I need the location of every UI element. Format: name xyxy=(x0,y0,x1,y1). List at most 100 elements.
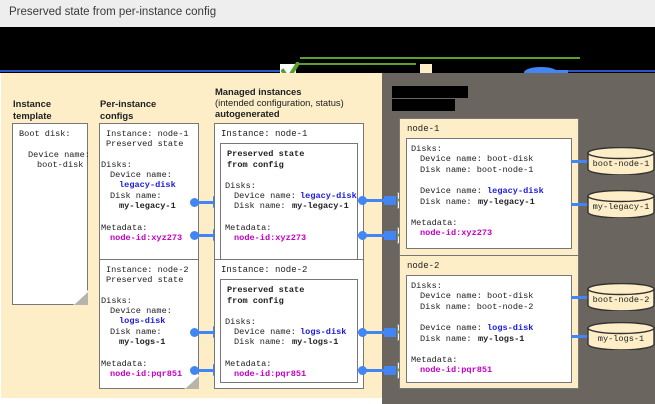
column-heading-managed-instances-autogenerated: autogenerated xyxy=(215,108,280,119)
column-heading-managed-instances: Managed instances xyxy=(215,86,302,97)
connector-line-ri1-extra-disk xyxy=(571,203,591,206)
running-instance-inner-node-1 xyxy=(406,138,572,249)
disk-label-boot-node-2: boot-node-2 xyxy=(592,295,650,305)
page-title: Preserved state from per-instance config xyxy=(9,6,217,18)
mi2-disk-name-label: Disk name: xyxy=(234,337,286,347)
instance-template-device-name-label: Device name: xyxy=(28,150,90,160)
ri2-boot-disk-name: Disk name: boot-node-2 xyxy=(420,302,534,312)
connector-square-mi1-metadata xyxy=(384,231,396,240)
connector-line-mi2-disk xyxy=(366,331,384,334)
connector-line-ri2-boot-disk xyxy=(571,296,591,299)
column-subheading-running-instances xyxy=(392,99,455,111)
connector-line-mi2-metadata xyxy=(366,369,384,372)
ri2-extra-disk-name-label: Disk name: xyxy=(420,334,472,344)
connector-square-mi1-disk xyxy=(384,196,396,205)
mi1-device-name-label: Device name: xyxy=(234,191,296,201)
ri1-extra-device-name-label: Device name: xyxy=(420,186,482,196)
ri1-metadata-label: Metadata: xyxy=(411,218,458,228)
mi2-device-name-label: Device name: xyxy=(234,327,296,337)
page-fold-icon xyxy=(184,374,199,389)
connector-square-mi2-metadata xyxy=(384,366,396,375)
pic1-metadata-value: node-id:xyz273 xyxy=(110,233,183,243)
per-instance-config-card-node-2 xyxy=(99,259,199,389)
mi1-metadata-value: node-id:xyz273 xyxy=(234,233,307,243)
mi2-metadata-label: Metadata: xyxy=(225,359,272,369)
column-heading-per-instance-configs: Per-instance configs xyxy=(100,98,157,121)
pic1-device-name-label: Device name: xyxy=(110,170,172,180)
ri2-extra-device-name-value: logs-disk xyxy=(487,323,534,333)
mi2-instance: Instance: node-2 xyxy=(221,265,308,275)
ri1-boot-disk-name: Disk name: boot-node-1 xyxy=(420,165,534,175)
connector-line-pic2-metadata xyxy=(197,369,215,372)
disk-label-boot-node-1: boot-node-1 xyxy=(592,159,650,169)
mi2-preserved-line2: from config xyxy=(227,296,284,306)
connector-square-mi2-disk xyxy=(384,328,396,337)
mi2-preserved-line1: Preserved state xyxy=(227,285,305,295)
pic1-instance: Instance: node-1 xyxy=(106,129,189,139)
disk-cylinder-my-legacy-1: my-legacy-1 xyxy=(587,189,655,219)
legend-rule-green-mid xyxy=(296,63,416,65)
mi2-metadata-value: node-id:pqr851 xyxy=(234,369,307,379)
ri1-extra-disk-name-value: my-legacy-1 xyxy=(478,197,535,207)
pic1-disk-name-label: Disk name: xyxy=(110,191,162,201)
connector-dot-pic2-metadata xyxy=(190,366,199,375)
legend-banner xyxy=(0,27,655,73)
pic2-metadata-label: Metadata: xyxy=(101,359,148,369)
ri1-metadata-value: node-id:xyz273 xyxy=(420,228,493,238)
legend-green-check-icon xyxy=(280,62,299,73)
ri1-extra-disk-name-label: Disk name: xyxy=(420,197,472,207)
disk-cylinder-boot-node-1: boot-node-1 xyxy=(587,146,655,176)
diagram-canvas: Instance template Per-instance configs M… xyxy=(0,73,655,404)
legend-rule-blue-left xyxy=(0,70,282,72)
column-heading-running-instances xyxy=(392,86,468,98)
pic2-preserved-state: Preserved state xyxy=(106,275,184,285)
disk-cylinder-my-logs-1: my-logs-1 xyxy=(587,321,655,351)
mi1-disk-name-value: my-legacy-1 xyxy=(292,201,349,211)
connector-dot-mi2-metadata xyxy=(358,366,367,375)
ri2-disks-label: Disks: xyxy=(411,281,442,291)
pic2-device-name-value: logs-disk xyxy=(119,316,166,326)
column-subheading-managed-instances: (intended configuration, status) xyxy=(215,97,344,108)
pic2-instance: Instance: node-2 xyxy=(106,265,189,275)
ri1-boot-device-name: Device name: boot-disk xyxy=(420,154,534,164)
connector-line-ri2-extra-disk xyxy=(571,335,591,338)
mi1-disks-label: Disks: xyxy=(225,181,256,191)
pic2-device-name-label: Device name: xyxy=(110,306,172,316)
mi1-instance: Instance: node-1 xyxy=(221,129,308,139)
legend-blue-disk-tail-icon xyxy=(552,70,568,73)
connector-line-pic1-disk xyxy=(197,201,215,204)
connector-dot-pic1-metadata xyxy=(190,231,199,240)
instance-template-boot-disk-label: Boot disk: xyxy=(19,129,71,139)
pic1-device-name-value: legacy-disk xyxy=(119,180,176,190)
connector-line-mi1-disk xyxy=(366,199,384,202)
ri2-boot-device-name: Device name: boot-disk xyxy=(420,291,534,301)
running-instance-inner-node-2 xyxy=(406,275,572,383)
mi2-disks-label: Disks: xyxy=(225,317,256,327)
legend-cream-swatch-icon xyxy=(420,64,432,73)
pic1-disks-label: Disks: xyxy=(101,160,132,170)
pic1-preserved-state: Preserved state xyxy=(106,139,184,149)
ri2-extra-device-name-label: Device name: xyxy=(420,323,482,333)
instance-template-card xyxy=(12,123,88,305)
connector-line-pic1-metadata xyxy=(197,234,215,237)
mi2-disk-name-value: my-logs-1 xyxy=(292,337,339,347)
mi1-preserved-line1: Preserved state xyxy=(227,149,305,159)
mi1-disk-name-label: Disk name: xyxy=(234,201,286,211)
connector-line-pic2-disk xyxy=(197,331,215,334)
pic2-disks-label: Disks: xyxy=(101,296,132,306)
mi1-metadata-label: Metadata: xyxy=(225,223,272,233)
ri2-metadata-label: Metadata: xyxy=(411,355,458,365)
ri2-metadata-value: node-id:pqr851 xyxy=(420,365,493,375)
pic2-disk-name-label: Disk name: xyxy=(110,327,162,337)
mi2-device-name-value: logs-disk xyxy=(300,327,347,337)
pic1-metadata-label: Metadata: xyxy=(101,223,148,233)
pic2-disk-name-value: my-logs-1 xyxy=(119,337,166,347)
ri1-extra-device-name-value: legacy-disk xyxy=(487,186,544,196)
pic2-metadata-value: node-id:pqr851 xyxy=(110,369,183,379)
connector-dot-pic2-disk xyxy=(190,328,199,337)
mi1-preserved-line2: from config xyxy=(227,160,284,170)
disk-label-my-logs-1: my-logs-1 xyxy=(597,334,645,344)
connector-dot-pic1-disk xyxy=(190,198,199,207)
legend-blue-disk-icon xyxy=(524,67,558,73)
connector-line-mi1-metadata xyxy=(366,234,384,237)
